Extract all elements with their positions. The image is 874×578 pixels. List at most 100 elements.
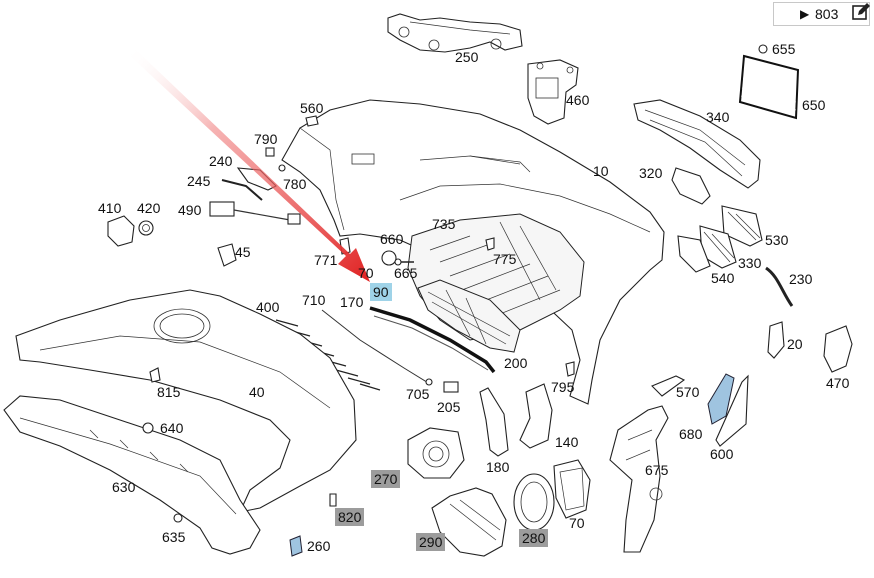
callout-630[interactable]: 630	[112, 479, 136, 495]
part-655-clip[interactable]	[758, 44, 768, 54]
part-40-lower-panel[interactable]	[15, 289, 357, 513]
callout-20[interactable]: 20	[787, 336, 803, 352]
callout-460[interactable]: 460	[566, 92, 590, 108]
part-490-sensor[interactable]	[209, 201, 301, 225]
callout-635[interactable]: 635	[162, 529, 186, 545]
callout-640[interactable]: 640	[160, 420, 184, 436]
part-630-diffuser[interactable]	[3, 395, 261, 555]
callout-490[interactable]: 490	[178, 202, 202, 218]
callout-230[interactable]: 230	[789, 271, 813, 287]
callout-470[interactable]: 470	[826, 375, 850, 391]
edit-icon[interactable]	[851, 2, 871, 22]
part-540-module[interactable]	[677, 235, 711, 273]
callout-705[interactable]: 705	[406, 386, 430, 402]
callout-771[interactable]: 771	[314, 252, 338, 268]
callout-270[interactable]: 270	[371, 470, 401, 488]
part-320-module[interactable]	[671, 167, 711, 205]
callout-340[interactable]: 340	[706, 109, 730, 125]
callout-775[interactable]: 775	[493, 251, 517, 267]
callout-660[interactable]: 660	[380, 231, 404, 247]
part-675-side-bracket[interactable]	[609, 405, 669, 553]
callout-180[interactable]: 180	[486, 459, 510, 475]
part-340-absorber[interactable]	[633, 99, 761, 189]
callout-600[interactable]: 600	[710, 446, 734, 462]
part-790-clip[interactable]	[265, 147, 275, 157]
part-820-clip[interactable]	[329, 493, 337, 507]
part-600-trim[interactable]	[715, 374, 749, 447]
callout-260[interactable]: 260	[307, 538, 331, 554]
callout-790[interactable]: 790	[254, 131, 278, 147]
callout-655[interactable]: 655	[772, 41, 796, 57]
part-705-clip[interactable]	[425, 378, 433, 386]
callout-820[interactable]: 820	[335, 508, 365, 526]
part-180-bezel[interactable]	[479, 387, 509, 457]
callout-90-selected[interactable]: 90	[370, 283, 392, 301]
part-665-bolt[interactable]	[394, 258, 414, 266]
part-245-strip[interactable]	[221, 179, 263, 201]
callout-530[interactable]: 530	[765, 232, 789, 248]
callout-70-lower[interactable]: 70	[569, 515, 585, 531]
callout-280[interactable]: 280	[519, 529, 549, 547]
callout-320[interactable]: 320	[639, 165, 663, 181]
callout-650[interactable]: 650	[802, 97, 826, 113]
callout-735[interactable]: 735	[432, 216, 456, 232]
part-90-trim-strip[interactable]	[369, 306, 496, 374]
part-230-strip[interactable]	[765, 266, 794, 307]
callout-680[interactable]: 680	[679, 426, 703, 442]
callout-250[interactable]: 250	[455, 49, 479, 65]
part-290-housing[interactable]	[431, 487, 507, 557]
part-795-clip[interactable]	[565, 361, 575, 377]
part-270-light[interactable]	[407, 427, 465, 479]
part-280-ring[interactable]	[513, 473, 555, 531]
part-640-nut[interactable]	[142, 422, 154, 434]
part-710-line[interactable]	[321, 309, 431, 385]
callout-795[interactable]: 795	[551, 379, 575, 395]
part-815-clip[interactable]	[149, 367, 161, 383]
callout-675[interactable]: 675	[645, 462, 669, 478]
callout-200[interactable]: 200	[504, 355, 528, 371]
callout-70-upper[interactable]: 70	[358, 265, 374, 281]
part-45-holder[interactable]	[217, 243, 237, 267]
callout-815[interactable]: 815	[157, 384, 181, 400]
callout-780[interactable]: 780	[283, 176, 307, 192]
part-780-clip[interactable]	[278, 164, 286, 172]
part-250-bracket[interactable]	[387, 13, 523, 53]
part-680-reflector[interactable]	[707, 373, 735, 425]
part-70-frame[interactable]	[553, 459, 591, 519]
part-20-bracket[interactable]	[767, 321, 785, 359]
callout-245[interactable]: 245	[187, 173, 211, 189]
callout-140[interactable]: 140	[555, 434, 579, 450]
callout-10[interactable]: 10	[593, 163, 609, 179]
callout-45[interactable]: 45	[235, 244, 251, 260]
callout-710[interactable]: 710	[302, 292, 326, 308]
part-470-bracket[interactable]	[823, 325, 853, 373]
part-205-clip[interactable]	[443, 381, 459, 393]
part-775-clip[interactable]	[485, 237, 495, 251]
part-650-grille[interactable]	[738, 54, 800, 120]
part-200-grille[interactable]	[417, 279, 521, 353]
part-570-trim[interactable]	[651, 375, 686, 397]
callout-240[interactable]: 240	[209, 153, 233, 169]
callout-420[interactable]: 420	[137, 200, 161, 216]
part-635-screw[interactable]	[173, 513, 183, 523]
part-420-ring[interactable]	[138, 220, 154, 236]
part-410-sensor[interactable]	[107, 215, 135, 247]
part-530-module[interactable]	[721, 205, 763, 247]
callout-290[interactable]: 290	[416, 533, 446, 551]
part-660-washer[interactable]	[381, 250, 397, 266]
part-560-nut[interactable]	[305, 115, 319, 127]
callout-540[interactable]: 540	[711, 270, 735, 286]
callout-410[interactable]: 410	[98, 200, 122, 216]
part-260-clip[interactable]	[289, 535, 303, 557]
callout-665[interactable]: 665	[394, 265, 418, 281]
callout-560[interactable]: 560	[300, 100, 324, 116]
callout-170[interactable]: 170	[340, 294, 364, 310]
callout-570[interactable]: 570	[676, 384, 700, 400]
callout-205[interactable]: 205	[437, 399, 461, 415]
callout-400[interactable]: 400	[256, 299, 280, 315]
part-140-bracket[interactable]	[519, 383, 553, 449]
callout-330[interactable]: 330	[738, 255, 762, 271]
part-460-bracket[interactable]	[527, 59, 579, 125]
callout-40[interactable]: 40	[249, 384, 265, 400]
